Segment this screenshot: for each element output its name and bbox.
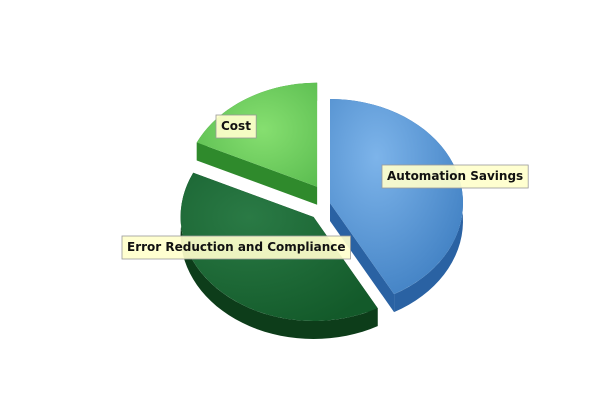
slice-edge-wall (196, 142, 318, 205)
svg-text:Error Reduction and Compliance: Error Reduction and Compliance (127, 240, 345, 254)
slice-label-automation-savings: Automation Savings (381, 164, 529, 189)
slice-automation-savings (330, 99, 463, 295)
slice-label-error-reduction-and-compliance: Error Reduction and Compliance (121, 235, 351, 260)
slice-side-error-reduction-and-compliance (180, 172, 378, 339)
slice-cost (196, 82, 318, 187)
svg-text:Cost: Cost (221, 119, 251, 133)
svg-text:Automation Savings: Automation Savings (387, 169, 523, 183)
slice-label-cost: Cost (215, 114, 257, 139)
slice-edge-wall (330, 203, 395, 313)
